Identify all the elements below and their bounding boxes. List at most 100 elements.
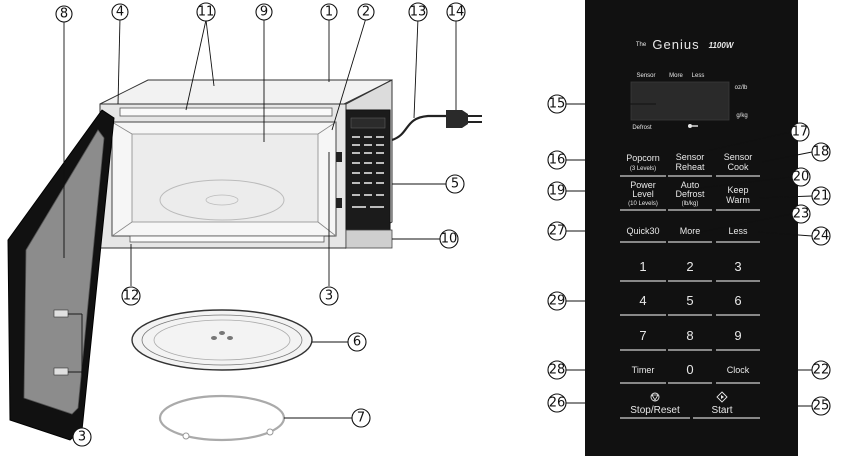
callout-23: 23 — [791, 204, 811, 224]
brand-name: Genius — [652, 37, 699, 52]
power-plug — [446, 110, 468, 128]
key-2[interactable]: 2 — [686, 259, 693, 274]
key-more[interactable]: More — [680, 226, 701, 236]
display-oz-lb: oz/lb — [735, 85, 748, 91]
key-5[interactable]: 5 — [686, 293, 693, 308]
callout-29: 29 — [547, 291, 567, 311]
callout-19: 19 — [547, 181, 567, 201]
key-8[interactable]: 8 — [686, 328, 693, 343]
callout-3-bottom: 3 — [72, 427, 92, 447]
svg-text:3: 3 — [78, 430, 86, 445]
svg-text:11: 11 — [198, 5, 215, 20]
door-window — [23, 129, 105, 415]
latch-hole-upper — [336, 152, 342, 162]
callout-18: 18 — [811, 142, 831, 162]
key-clock[interactable]: Clock — [727, 365, 750, 375]
brand-power: 1100W — [709, 41, 735, 50]
display-defrost: Defrost — [632, 125, 652, 131]
key-keep-warm-2[interactable]: Warm — [726, 195, 750, 205]
key-auto-defrost-1[interactable]: Auto — [681, 180, 700, 190]
callout-3-top: 3 — [319, 286, 339, 306]
key-sensor-cook-1[interactable]: Sensor — [724, 152, 753, 162]
svg-text:4: 4 — [116, 5, 124, 20]
svg-text:24: 24 — [813, 229, 830, 244]
callout-8: 8 — [55, 5, 73, 23]
left-callouts: 1 2 4 11 9 8 13 14 5 10 12 3 6 7 3 — [55, 2, 466, 447]
callout-14: 14 — [446, 2, 466, 22]
svg-text:7: 7 — [357, 411, 365, 426]
key-start[interactable]: Start — [711, 405, 732, 416]
key-9[interactable]: 9 — [734, 328, 741, 343]
key-quick30[interactable]: Quick30 — [626, 226, 659, 236]
key-sensor-cook-2[interactable]: Cook — [727, 162, 749, 172]
key-6[interactable]: 6 — [734, 293, 741, 308]
display-more: More — [669, 73, 683, 79]
key-keep-warm-1[interactable]: Keep — [727, 185, 748, 195]
callout-24: 24 — [811, 226, 831, 246]
control-panel: The Genius 1100W Sensor More Less oz/lb … — [585, 0, 798, 456]
key-7[interactable]: 7 — [639, 328, 646, 343]
svg-text:25: 25 — [813, 399, 830, 414]
roller-ring — [158, 394, 286, 442]
cavity-back — [131, 133, 319, 223]
key-power-1[interactable]: Power — [630, 180, 656, 190]
svg-text:2: 2 — [362, 5, 370, 20]
door-hook-upper — [53, 309, 69, 318]
glass-tray — [131, 309, 313, 371]
svg-text:20: 20 — [793, 170, 810, 185]
cabinet-top — [99, 79, 393, 105]
callout-6: 6 — [347, 332, 367, 352]
callout-5: 5 — [445, 174, 465, 194]
callout-22: 22 — [811, 360, 831, 380]
top-vent — [119, 107, 333, 117]
key-sensor-reheat-2[interactable]: Reheat — [675, 162, 705, 172]
svg-text:29: 29 — [549, 294, 566, 309]
key-popcorn[interactable]: Popcorn — [626, 153, 660, 163]
display-g-kg: g/kg — [736, 113, 747, 119]
key-stop-reset[interactable]: Stop/Reset — [630, 405, 680, 416]
svg-text:15: 15 — [549, 97, 566, 112]
callout-4: 4 — [111, 3, 129, 21]
svg-text:18: 18 — [813, 145, 830, 160]
display-window — [630, 81, 730, 121]
svg-text:5: 5 — [451, 177, 459, 192]
key-power-2[interactable]: Level — [632, 189, 654, 199]
svg-text:6: 6 — [353, 335, 361, 350]
callout-17: 17 — [790, 122, 810, 142]
key-less[interactable]: Less — [728, 226, 748, 236]
callout-2: 2 — [357, 3, 375, 21]
svg-text:26: 26 — [549, 396, 566, 411]
svg-text:22: 22 — [813, 363, 830, 378]
key-3[interactable]: 3 — [734, 259, 741, 274]
callout-9: 9 — [255, 3, 273, 21]
brand-small: The — [636, 42, 647, 48]
key-sensor-reheat-1[interactable]: Sensor — [676, 152, 705, 162]
callout-13: 13 — [408, 2, 428, 22]
bottom-strip — [129, 235, 325, 243]
svg-text:10: 10 — [441, 232, 458, 247]
callout-20: 20 — [791, 167, 811, 187]
key-auto-defrost-2[interactable]: Defrost — [675, 189, 705, 199]
callout-1: 1 — [320, 3, 338, 21]
key-0[interactable]: 0 — [686, 362, 693, 377]
svg-text:1: 1 — [325, 5, 333, 20]
start-icon — [716, 391, 728, 403]
callout-27: 27 — [547, 221, 567, 241]
callout-12: 12 — [121, 286, 141, 306]
svg-text:16: 16 — [549, 153, 566, 168]
door-hook-lower — [53, 367, 69, 376]
power-cord — [391, 114, 446, 142]
key-timer[interactable]: Timer — [632, 365, 655, 375]
key-popcorn-sub: (3 Levels) — [630, 166, 656, 172]
callout-15: 15 — [547, 94, 567, 114]
svg-text:23: 23 — [793, 207, 810, 222]
svg-text:21: 21 — [813, 189, 830, 204]
key-4[interactable]: 4 — [639, 293, 646, 308]
callout-28: 28 — [547, 360, 567, 380]
key-1[interactable]: 1 — [639, 259, 646, 274]
callout-25: 25 — [811, 396, 831, 416]
svg-text:13: 13 — [410, 5, 427, 20]
mini-panel-buttons — [352, 136, 384, 208]
svg-text:8: 8 — [60, 7, 68, 22]
